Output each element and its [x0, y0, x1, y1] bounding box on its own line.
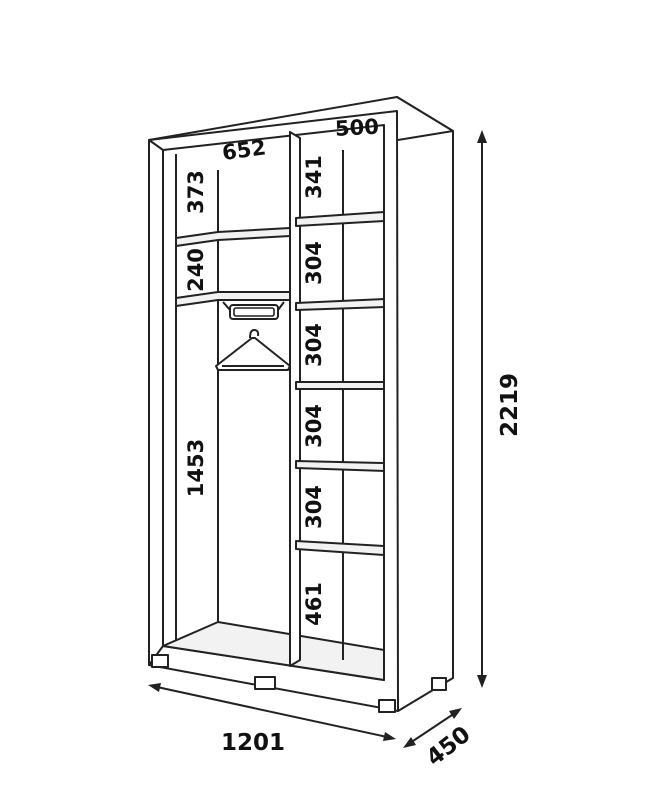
foot-front-center: [254, 676, 276, 690]
label-right-6: 461: [302, 582, 326, 626]
hanger-icon: [215, 329, 291, 371]
divider-panel: [289, 131, 301, 667]
label-left-mid: 240: [184, 248, 208, 292]
foot-back-right: [431, 677, 447, 691]
right-shelf-3: [295, 381, 385, 390]
label-height: 2219: [497, 373, 523, 437]
height-dimension-line: [477, 130, 487, 688]
right-shelf-4: [295, 460, 385, 472]
right-shelf-5: [295, 540, 385, 556]
right-shelf-2: [295, 298, 385, 311]
label-right-3: 304: [302, 323, 326, 367]
depth-dimension-line: [403, 708, 462, 748]
label-right-1: 341: [302, 155, 326, 199]
bottom-panel: [162, 621, 385, 681]
label-right-4: 304: [302, 404, 326, 448]
foot-front-left: [151, 654, 169, 668]
right-shelf-1: [295, 211, 385, 227]
label-width: 1201: [221, 730, 285, 756]
width-dimension-line: [148, 683, 396, 741]
foot-front-right: [378, 699, 396, 713]
label-left-top: 373: [184, 170, 208, 214]
label-right-width: 500: [334, 115, 379, 141]
label-right-2: 304: [302, 241, 326, 285]
label-right-5: 304: [302, 485, 326, 529]
side-panel-left: [148, 139, 164, 666]
label-left-hang: 1453: [184, 439, 208, 497]
clothes-rail-icon: [222, 301, 285, 320]
